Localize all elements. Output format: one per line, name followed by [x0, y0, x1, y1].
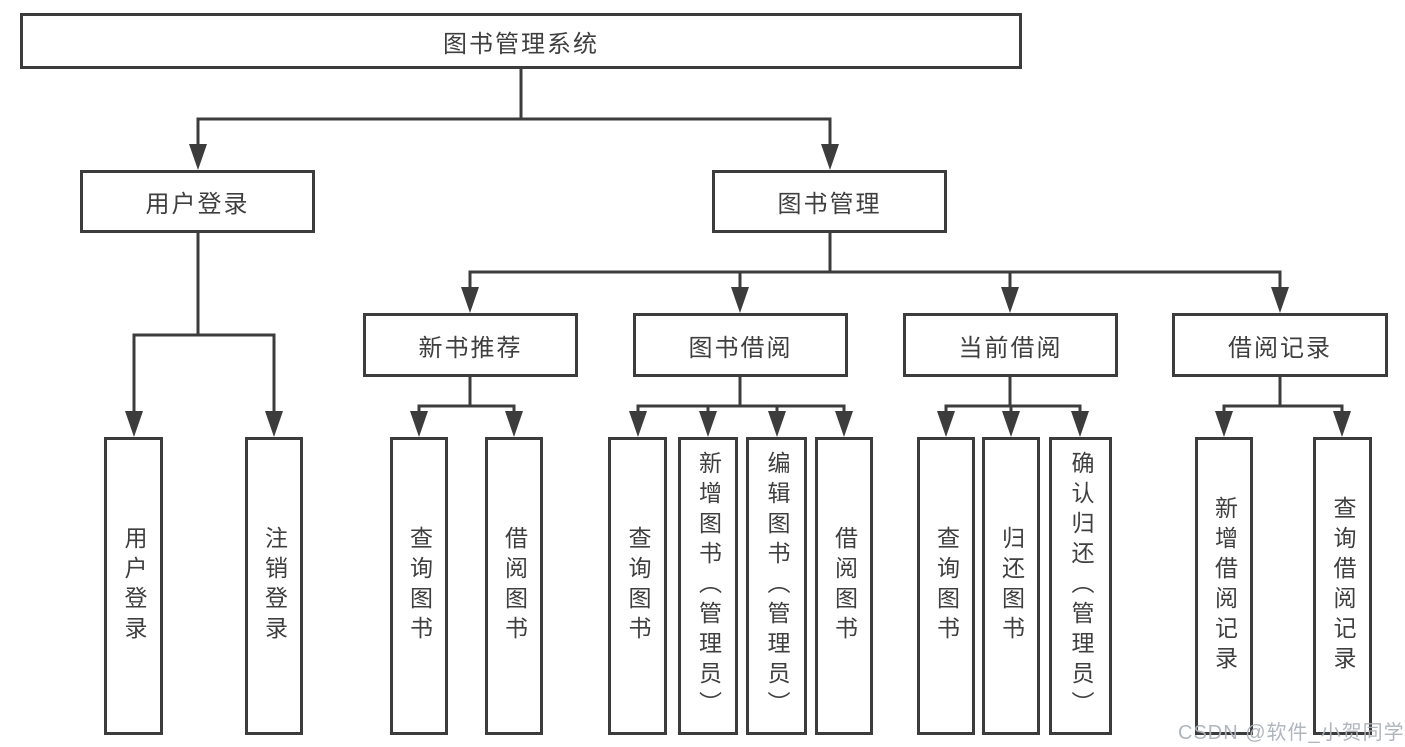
node-current-borrow: 当前借阅 — [903, 313, 1118, 377]
node-new-book-recommend: 新书推荐 — [363, 313, 578, 377]
node-leaf-query-book-3: 查询图书 — [917, 437, 975, 735]
node-leaf-confirm-return-admin-label: 确认归还（管理员） — [1068, 451, 1094, 721]
connector-user-login-subtree — [132, 231, 276, 415]
connector-new-book-subtree — [417, 375, 516, 415]
node-leaf-query-book-3-label: 查询图书 — [933, 526, 960, 646]
node-book-management-label: 图书管理 — [777, 191, 882, 218]
node-root-system: 图书管理系统 — [20, 13, 1022, 69]
node-root-system-label: 图书管理系统 — [443, 30, 599, 58]
node-user-login-label: 用户登录 — [145, 191, 250, 218]
connector-book-borrow-subtree — [636, 375, 846, 415]
connector-root — [196, 67, 832, 148]
node-current-borrow-label: 当前借阅 — [958, 334, 1063, 362]
node-leaf-edit-book-admin: 编辑图书（管理员） — [746, 437, 807, 735]
arrowheads — [125, 144, 1351, 437]
node-leaf-return-book: 归还图书 — [982, 437, 1040, 735]
node-leaf-add-book-admin-label: 新增图书（管理员） — [695, 451, 722, 721]
csdn-watermark: CSDN @软件_小贺同学 — [1178, 722, 1405, 744]
node-leaf-query-borrow-record: 查询借阅记录 — [1313, 437, 1372, 735]
node-leaf-borrow-book-1: 借阅图书 — [485, 437, 543, 735]
node-leaf-borrow-book-1-label: 借阅图书 — [501, 526, 528, 646]
connector-borrow-records-subtree — [1222, 375, 1344, 415]
node-leaf-add-borrow-record-label: 新增借阅记录 — [1211, 496, 1238, 676]
node-leaf-query-book-2-label: 查询图书 — [625, 526, 651, 646]
node-leaf-query-book-1-label: 查询图书 — [406, 526, 433, 646]
node-leaf-add-borrow-record: 新增借阅记录 — [1195, 437, 1253, 735]
node-book-management: 图书管理 — [712, 170, 947, 233]
node-leaf-confirm-return-admin: 确认归还（管理员） — [1049, 437, 1112, 735]
node-borrow-records-label: 借阅记录 — [1228, 334, 1332, 362]
node-new-book-recommend-label: 新书推荐 — [418, 334, 523, 362]
node-book-borrow-label: 图书借阅 — [688, 334, 793, 362]
node-leaf-borrow-book-2-label: 借阅图书 — [831, 526, 858, 646]
node-leaf-edit-book-admin-label: 编辑图书（管理员） — [764, 451, 790, 721]
node-leaf-logout: 注销登录 — [245, 437, 303, 735]
connector-current-borrow-subtree — [944, 375, 1082, 415]
node-leaf-query-borrow-record-label: 查询借阅记录 — [1330, 496, 1356, 676]
node-user-login: 用户登录 — [80, 170, 315, 233]
node-leaf-query-book-2: 查询图书 — [608, 437, 667, 735]
node-leaf-user-login-label: 用户登录 — [121, 526, 147, 646]
node-leaf-add-book-admin: 新增图书（管理员） — [678, 437, 738, 735]
node-leaf-borrow-book-2: 借阅图书 — [815, 437, 873, 735]
node-leaf-return-book-label: 归还图书 — [998, 526, 1025, 646]
node-leaf-query-book-1: 查询图书 — [390, 437, 448, 735]
node-leaf-logout-label: 注销登录 — [261, 526, 288, 646]
connector-book-mgmt-subtree — [468, 231, 1282, 291]
node-borrow-records: 借阅记录 — [1172, 313, 1388, 377]
node-book-borrow: 图书借阅 — [633, 313, 848, 377]
node-leaf-user-login: 用户登录 — [104, 437, 163, 735]
